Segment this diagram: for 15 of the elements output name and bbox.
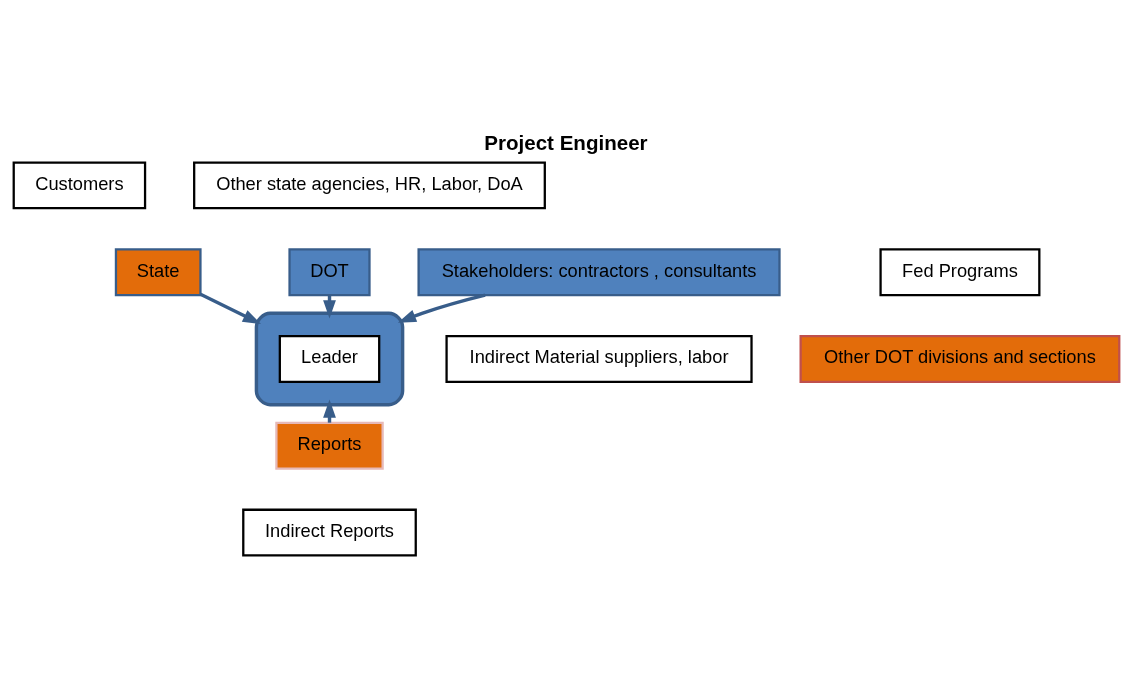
- node-box: Fed Programs: [879, 247, 1041, 296]
- cluster: [254, 311, 405, 406]
- node-box: Indirect Reports: [242, 508, 417, 557]
- node-box: Other state agencies, HR, Labor, DoA: [193, 160, 546, 209]
- arrow: [199, 292, 262, 324]
- node-box: Leader: [278, 334, 381, 383]
- node-box: State: [114, 247, 202, 296]
- arrow: [397, 292, 486, 323]
- node-box: Reports: [275, 421, 384, 470]
- node-box: Other DOT divisions and sections: [799, 334, 1121, 383]
- diagram-title: Project Engineer: [484, 130, 648, 154]
- node-box: Indirect Material suppliers, labor: [445, 334, 753, 383]
- node-box: Customers: [12, 160, 147, 209]
- node-box: Stakeholders: contractors , consultants: [417, 247, 781, 296]
- node-box: DOT: [288, 247, 371, 296]
